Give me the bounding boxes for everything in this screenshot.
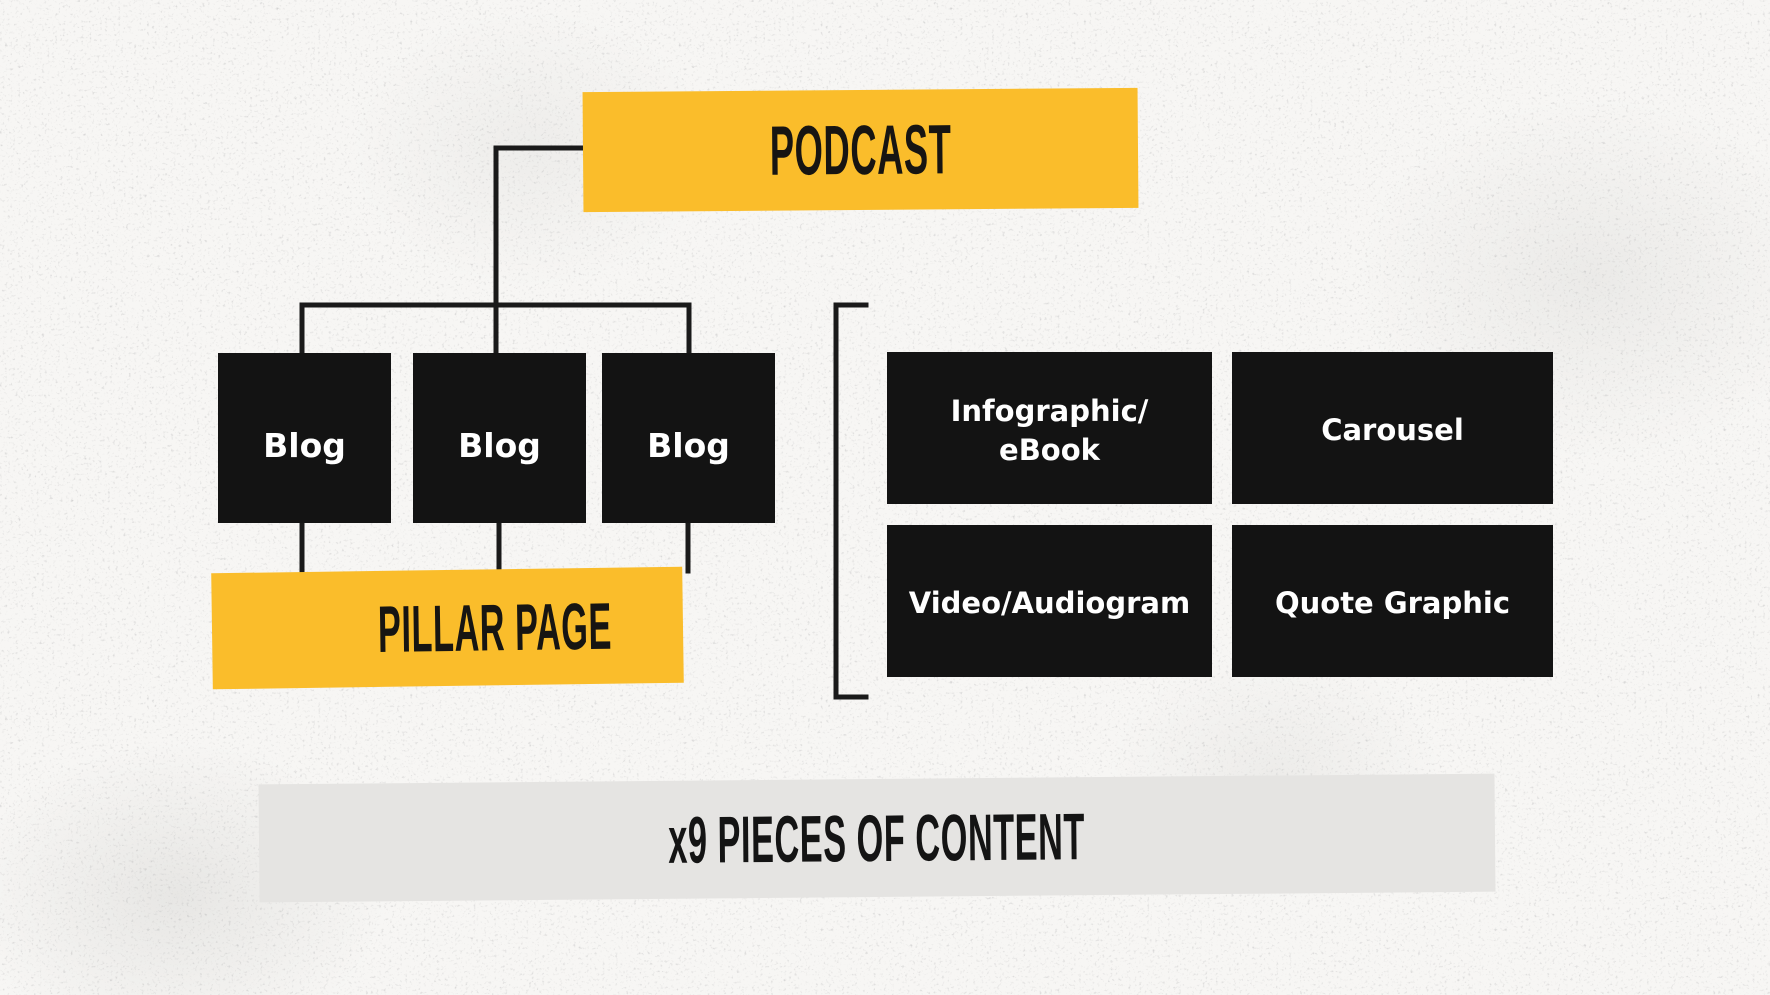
output-box-quote-graphic: Quote Graphic xyxy=(1232,525,1553,677)
quote-graphic-label: Quote Graphic xyxy=(1274,586,1511,621)
connector-blog-fanout xyxy=(299,302,692,359)
summary-banner: x9 PIECES OF CONTENT xyxy=(258,773,1496,903)
blog-label-2: Blog xyxy=(458,425,541,465)
output-box-infographic-ebook: Infographic/ eBook xyxy=(887,352,1212,504)
blog-box-1: Blog xyxy=(218,353,391,523)
blog-label-1: Blog xyxy=(263,425,346,465)
summary-label: x9 PIECES OF CONTENT xyxy=(668,799,1086,877)
video-audiogram-label: Video/Audiogram xyxy=(908,586,1191,621)
pillar-page-box: PILLAR PAGE xyxy=(211,566,684,690)
blog-box-3: Blog xyxy=(602,353,775,523)
podcast-label: PODCAST xyxy=(769,110,952,190)
podcast-box: PODCAST xyxy=(582,87,1139,213)
carousel-label: Carousel xyxy=(1321,413,1464,448)
output-box-carousel: Carousel xyxy=(1232,352,1553,504)
blog-box-2: Blog xyxy=(413,353,586,523)
connector-podcast-to-center-blog xyxy=(493,145,589,359)
infographic-ebook-label: Infographic/ eBook xyxy=(950,393,1149,467)
output-box-video-audiogram: Video/Audiogram xyxy=(887,525,1212,677)
blog-label-3: Blog xyxy=(647,425,730,465)
pillar-page-label: PILLAR PAGE xyxy=(377,588,613,666)
bracket xyxy=(833,302,869,700)
